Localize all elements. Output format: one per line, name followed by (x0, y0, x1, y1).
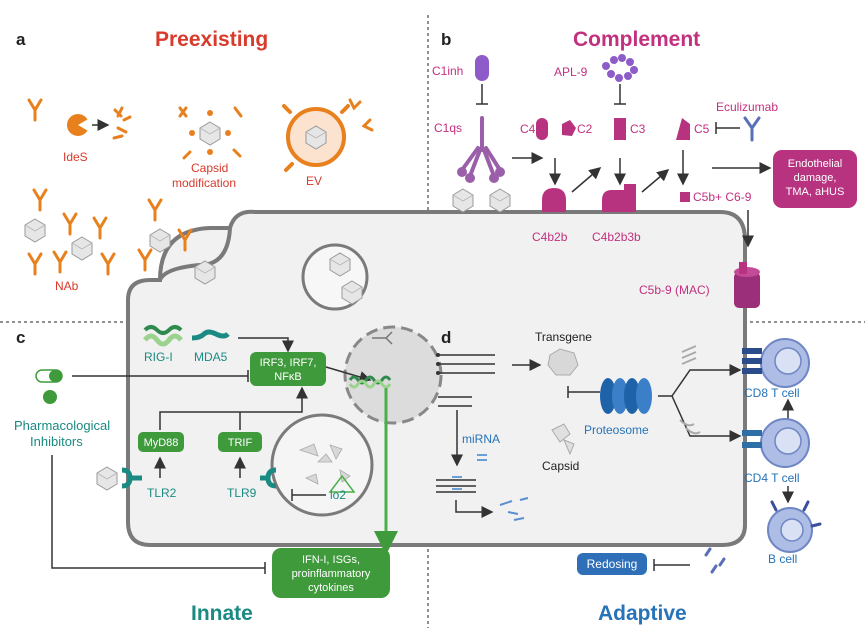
title-preexisting: Preexisting (155, 28, 268, 51)
label-tlr9: TLR9 (227, 486, 257, 500)
trif-box (218, 432, 262, 452)
label-endo-1: Endothelial (788, 158, 842, 170)
redosing-box (577, 553, 647, 575)
transgene-dna (438, 354, 495, 407)
label-cd4: CD4 T cell (744, 471, 800, 485)
label-tlr2: TLR2 (147, 486, 177, 500)
label-rigi: RIG-I (144, 350, 173, 364)
label-c5: C5 (694, 122, 710, 136)
label-endo-3: TMA, aHUS (786, 186, 845, 198)
label-proteosome: Proteosome (584, 423, 649, 437)
c4b2b-shape (542, 188, 566, 212)
label-eculizumab: Eculizumab (716, 100, 778, 114)
label-ifn-2: proinflammatory (292, 568, 371, 580)
label-pharm-1: Pharmacological (14, 418, 110, 433)
nucleus (343, 325, 443, 425)
label-bcell: B cell (768, 552, 797, 566)
label-cd8: CD8 T cell (744, 386, 800, 400)
proteasome-shape (600, 378, 652, 414)
label-ifn-1: IFN-I, ISGs, (302, 554, 360, 566)
c4b2b3b-shape (602, 184, 636, 212)
title-complement: Complement (573, 28, 700, 51)
ifn-box (272, 548, 390, 598)
irf-box (250, 352, 326, 386)
title-innate: Innate (191, 602, 253, 625)
panel-letter-c: c (16, 328, 25, 347)
label-capsid: Capsid (542, 459, 579, 473)
label-c3: C3 (630, 122, 646, 136)
c1q-complex (460, 116, 502, 178)
cd4-tcell (742, 418, 810, 468)
title-adaptive: Adaptive (598, 602, 687, 625)
label-irf-2: NFκB (274, 371, 302, 383)
label-mda5: MDA5 (194, 350, 228, 364)
label-c4b2b: C4b2b (532, 230, 568, 244)
c1inh-shape (475, 55, 489, 81)
label-capsid-2: modification (172, 176, 236, 190)
label-c4b2b3b: C4b2b3b (592, 230, 641, 244)
endosome-bottom (270, 413, 374, 517)
cd8-tcell (742, 338, 810, 388)
panel-letter-b: b (441, 30, 451, 49)
apl9-shape (602, 54, 638, 82)
label-transgene: Transgene (535, 330, 592, 344)
endothelial-box (773, 150, 857, 208)
label-capsid-1: Capsid (191, 161, 228, 175)
b-cell (767, 500, 822, 553)
label-c1qs: C1qs (434, 121, 462, 135)
label-ev: EV (306, 174, 322, 188)
panel-letter-a: a (16, 30, 26, 49)
label-c4: C4 (520, 122, 536, 136)
label-mac: C5b-9 (MAC) (639, 283, 710, 297)
label-ifn-3: cytokines (308, 582, 354, 594)
label-redosing: Redosing (587, 557, 638, 571)
label-apl9: APL-9 (554, 65, 588, 79)
panel-letter-d: d (441, 328, 451, 347)
label-c2: C2 (577, 122, 593, 136)
label-c1inh: C1inh (432, 64, 463, 78)
label-trif: TRIF (228, 437, 253, 449)
label-ides: IdeS (63, 150, 88, 164)
label-pharm-2: Inhibitors (30, 434, 83, 449)
mac-pore (734, 262, 760, 308)
label-myd88: MyD88 (144, 437, 179, 449)
label-c5b: C5b+ C6-9 (693, 190, 752, 204)
myd88-box (138, 432, 184, 452)
label-irf-1: IRF3, IRF7, (260, 357, 317, 369)
label-nab: NAb (55, 279, 79, 293)
label-endo-2: damage, (794, 172, 837, 184)
pill-icon (35, 369, 63, 404)
label-io2: io2 (330, 488, 346, 502)
label-mirna: miRNA (462, 432, 500, 446)
